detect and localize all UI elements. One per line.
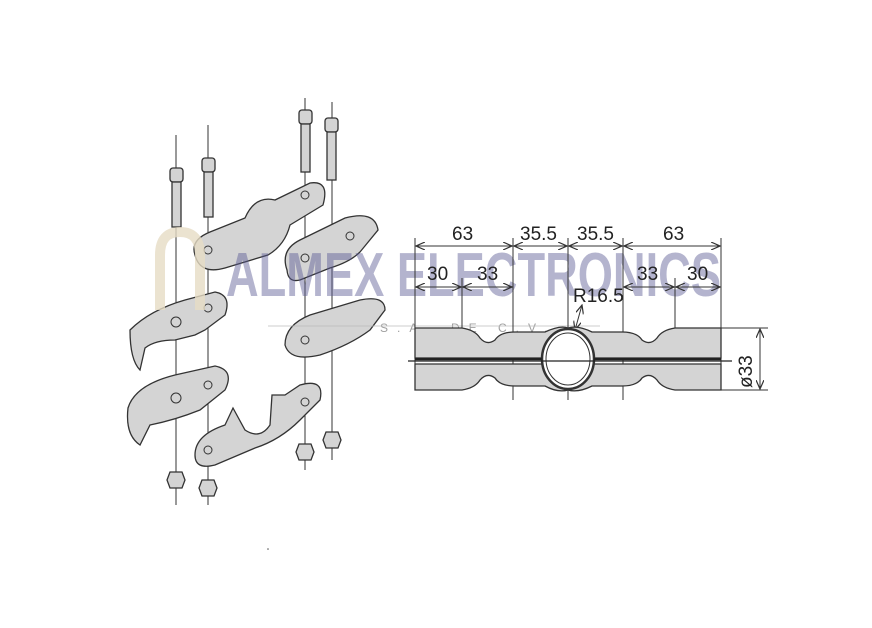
- clamp-parts: [126, 182, 386, 467]
- clamp-profile: [408, 326, 732, 392]
- watermark-logo: [155, 226, 205, 310]
- dim-diameter: ø33: [736, 355, 757, 388]
- watermark-brand: ALMEX ELECTRONICS: [226, 241, 721, 310]
- dimension-view: 63 35.5 35.5 63 30 33 33 30 R16.5 ø33: [408, 224, 768, 400]
- dim-30-left: 30: [427, 264, 448, 285]
- dim-33-right: 33: [637, 264, 658, 285]
- exploded-view: [126, 98, 386, 505]
- nuts: [166, 431, 342, 497]
- bolts: [169, 109, 339, 228]
- dim-radius: R16.5: [573, 286, 624, 307]
- dim-33-left: 33: [477, 264, 498, 285]
- dim-63-left: 63: [452, 224, 473, 245]
- dim-30-right: 30: [687, 264, 708, 285]
- dim-63-right: 63: [663, 224, 684, 245]
- dim-35-5-left: 35.5: [520, 224, 557, 245]
- watermark: ALMEX ELECTRONICS S.A. DE C.V.: [155, 226, 721, 335]
- dim-35-5-right: 35.5: [577, 224, 614, 245]
